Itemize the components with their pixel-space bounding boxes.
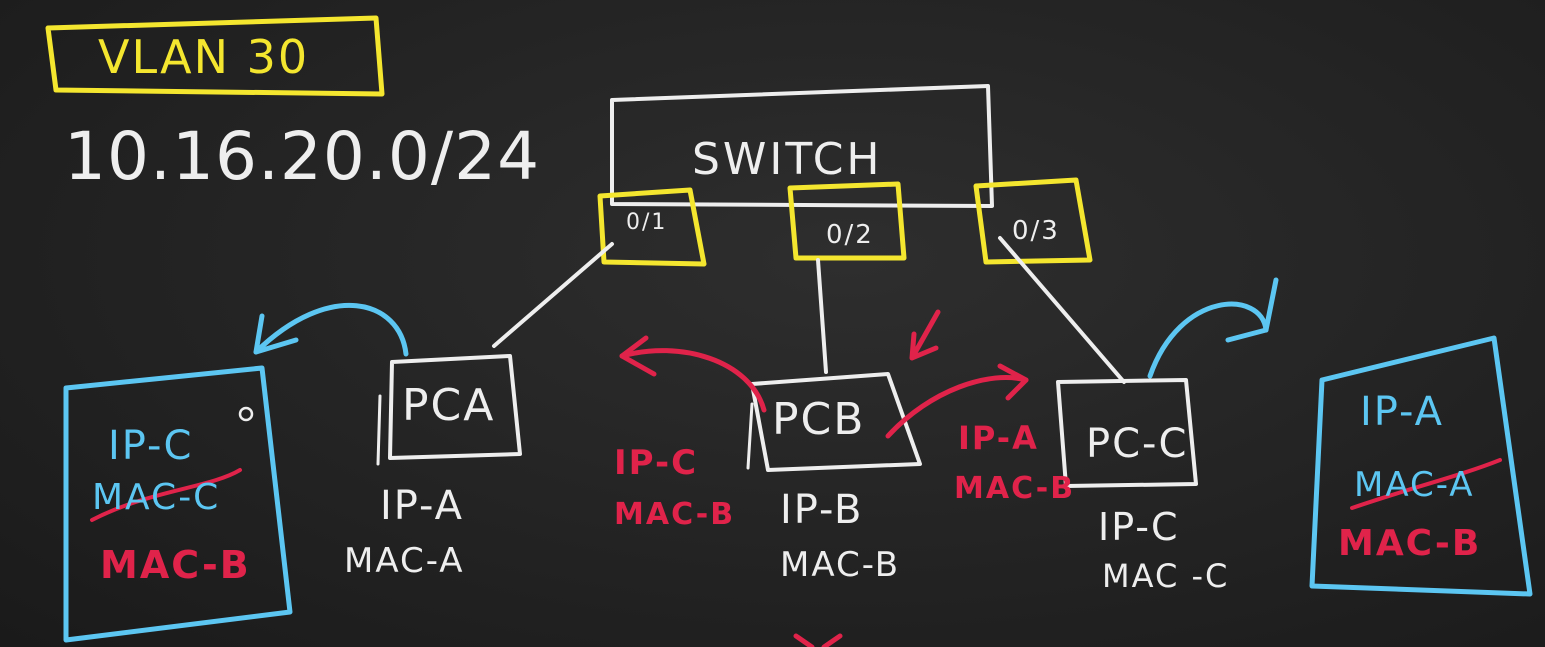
switch-box <box>610 84 994 208</box>
attacker-pointer <box>909 309 941 361</box>
pca-ip: IP-A <box>380 483 464 529</box>
pcc-mac: MAC -C <box>1102 557 1230 595</box>
port-label-2: 0/2 <box>826 220 874 250</box>
cache-a-ip: IP-C <box>108 423 194 469</box>
vlan-label: VLAN 30 <box>98 30 310 84</box>
spoof-to-c-ip: IP-A <box>958 419 1039 457</box>
pca-mac: MAC-A <box>344 541 465 581</box>
switch-label: SWITCH <box>692 134 883 185</box>
port-box-3 <box>973 177 1093 265</box>
spoof-to-a-ip: IP-C <box>614 443 699 483</box>
cable-pcc <box>998 236 1126 384</box>
spoof-to-c-mac: MAC-B <box>954 471 1076 506</box>
arrow-pca-to-cache <box>253 302 409 357</box>
pca-name: PCA <box>402 380 496 431</box>
port-label-3: 0/3 <box>1012 216 1060 246</box>
cache-a-new-mac: MAC-B <box>100 543 251 587</box>
port-box-1 <box>597 187 707 267</box>
pcc-name: PC-C <box>1086 421 1189 467</box>
pcb-mac: MAC-B <box>780 545 901 585</box>
spoof-to-a-mac: MAC-B <box>614 497 736 532</box>
arrow-pcc-to-cache <box>1147 301 1269 379</box>
cable-pca <box>492 242 614 348</box>
pcc-ip: IP-C <box>1098 505 1180 549</box>
port-box-2 <box>787 181 907 261</box>
cache-c-ip: IP-A <box>1360 389 1444 435</box>
pcb-box <box>750 372 922 472</box>
pca-box <box>388 354 522 460</box>
arrow-pcb-to-a <box>619 348 767 413</box>
pcb-name: PCB <box>772 394 866 445</box>
port-label-1: 0/1 <box>626 210 668 235</box>
pcc-box <box>1056 378 1198 488</box>
cache-c-new-mac: MAC-B <box>1338 523 1482 564</box>
cable-pcb <box>816 258 828 374</box>
strike-mac-c <box>90 468 242 522</box>
strike-mac-a <box>1350 458 1502 510</box>
cache-box-c <box>1309 335 1533 597</box>
cache-a-old-mac: MAC-C <box>92 477 221 518</box>
vlan-label-box <box>45 15 385 97</box>
pcb-ip: IP-B <box>780 487 864 533</box>
cache-box-a <box>63 365 293 643</box>
subnet-label: 10.16.20.0/24 <box>64 118 541 195</box>
cache-c-old-mac: MAC-A <box>1354 465 1475 505</box>
arrow-pcb-to-c <box>885 375 1029 439</box>
